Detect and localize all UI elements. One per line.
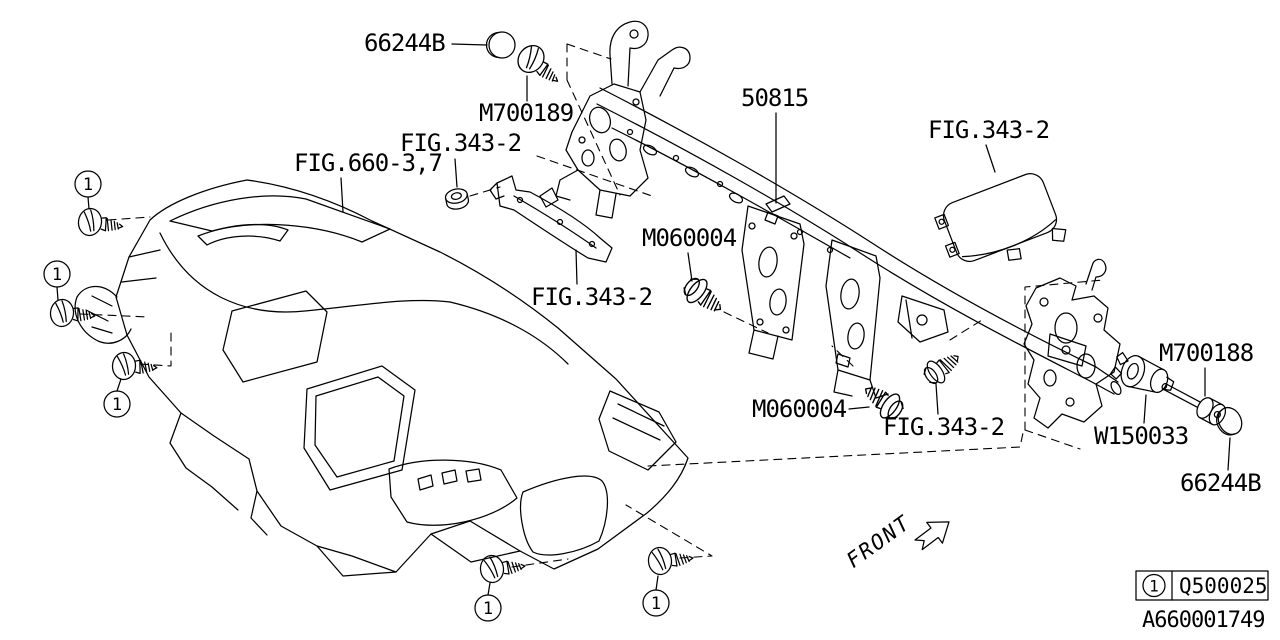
svg-text:1: 1: [112, 395, 122, 415]
spacer-w150033-icon: [1110, 351, 1175, 394]
svg-text:1: 1: [483, 599, 493, 619]
part-label-screw-top[interactable]: M700189: [479, 99, 574, 127]
steering-beam-drawing: [555, 20, 1122, 429]
part-label-bolt-side[interactable]: M700188: [1159, 339, 1254, 367]
callout-1-marker: 1: [43, 260, 71, 301]
knee-bracket-drawing: [489, 175, 613, 263]
callout-1-marker: 1: [474, 582, 502, 622]
callout-1-marker: 1: [642, 575, 670, 617]
callout-1-marker: 1: [74, 170, 102, 210]
instrument-panel-drawing: [74, 179, 689, 577]
fig-ref-nut[interactable]: FIG.343-2: [400, 129, 522, 157]
part-label-spacer[interactable]: W150033: [1094, 422, 1189, 450]
callout-1-marker: 1: [103, 378, 131, 418]
callout-markers: 1 1 1 1 1: [43, 170, 670, 622]
fig-ref-panel[interactable]: FIG.660-3,7: [294, 149, 443, 177]
fig-ref-stud[interactable]: FIG.343-2: [883, 413, 1005, 441]
tapping-screw-icon: [646, 544, 695, 577]
svg-text:1: 1: [83, 175, 93, 195]
stud-bolt-icon: [919, 345, 966, 390]
bolt-m060004-icon: [678, 272, 730, 321]
tapping-screw-icon: [478, 552, 527, 585]
drawing-number: A660001749: [1142, 608, 1265, 633]
part-label-bolt-lower[interactable]: M060004: [752, 395, 847, 423]
fig-ref-airbag[interactable]: FIG.343-2: [928, 116, 1050, 144]
svg-text:1: 1: [52, 265, 62, 285]
tapping-screw-icon: [48, 297, 97, 330]
part-label-cap-top[interactable]: 66244B: [364, 29, 446, 57]
svg-text:1: 1: [651, 594, 661, 614]
tapping-screw-icon: [111, 351, 159, 382]
nut-icon: [444, 188, 470, 210]
fasteners: [48, 31, 1243, 585]
dashed-reference-lines: [79, 43, 1104, 568]
legend-part-number[interactable]: Q500025: [1179, 574, 1268, 598]
front-direction-arrow-icon: [914, 521, 950, 551]
legend-callout-number: 1: [1149, 577, 1159, 596]
tapping-screw-icon: [76, 206, 126, 241]
part-label-cap-bottom[interactable]: 66244B: [1180, 469, 1262, 497]
screw-m700189-icon: [511, 39, 568, 93]
cap-66244b-icon: [1216, 406, 1243, 436]
part-label-bolt-upper[interactable]: M060004: [642, 224, 737, 252]
leader-lines: [340, 43, 1231, 471]
fig-ref-bracket[interactable]: FIG.343-2: [531, 283, 653, 311]
part-label-beam[interactable]: 50815: [741, 84, 809, 112]
airbag-module-drawing: [934, 173, 1067, 263]
legend-box[interactable]: 1 Q500025: [1135, 570, 1269, 601]
cap-66244b-icon: [485, 31, 516, 59]
